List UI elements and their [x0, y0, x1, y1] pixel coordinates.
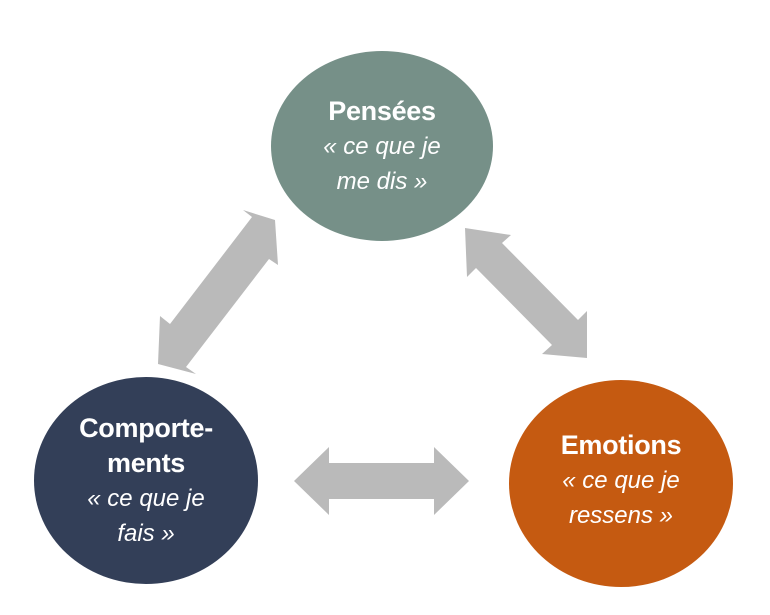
- node-comportements-subtitle-line2: fais »: [117, 519, 175, 547]
- node-emotions-subtitle-line1: « ce que je: [562, 467, 680, 494]
- node-emotions: Emotions « ce que je ressens »: [509, 380, 733, 587]
- node-comportements-subtitle-line1: « ce que je: [87, 484, 205, 512]
- node-emotions-subtitle-line2: ressens »: [568, 502, 674, 529]
- node-comportements-title-line1: Comporte-: [79, 412, 213, 443]
- node-pensees-subtitle-line2: me dis »: [336, 167, 428, 195]
- node-comportements-title-line2: ments: [106, 447, 186, 478]
- node-comportements: Comporte- ments « ce que je fais »: [34, 377, 258, 584]
- double-arrow-icon: [465, 228, 587, 358]
- double-arrow-icon: [294, 447, 469, 515]
- double-arrow-icon: [158, 210, 278, 374]
- node-pensees-title: Pensées: [328, 95, 436, 126]
- node-pensees-subtitle-line1: « ce que je: [323, 132, 441, 160]
- node-emotions-title: Emotions: [560, 430, 682, 460]
- node-pensees: Pensées « ce que je me dis »: [271, 51, 493, 241]
